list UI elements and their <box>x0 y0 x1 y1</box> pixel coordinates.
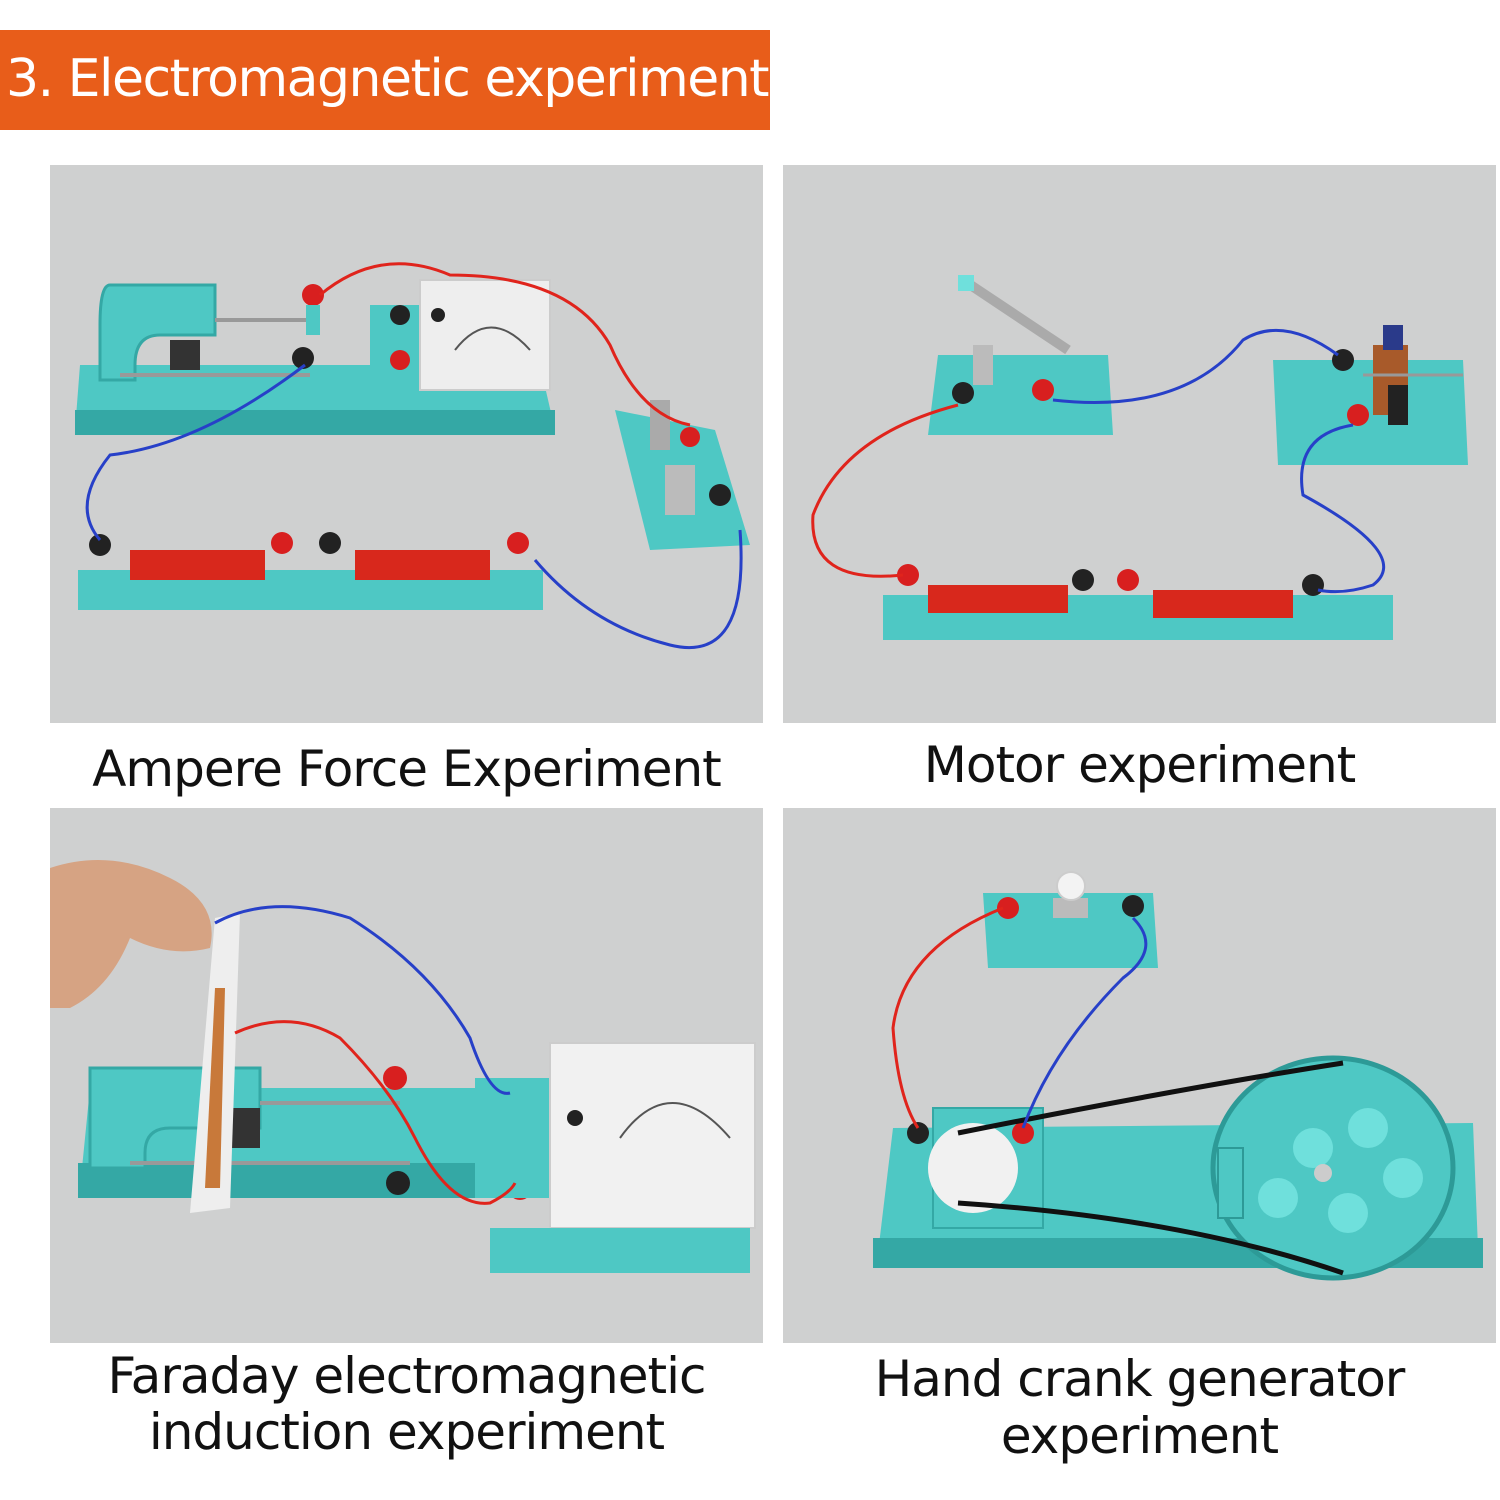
caption-faraday-line1: Faraday electromagnetic <box>107 1347 707 1405</box>
photo-motor <box>783 165 1496 723</box>
photo-ampere-force <box>50 165 763 723</box>
caption-generator-line2: experiment <box>1000 1407 1279 1465</box>
section-title: 3. Electromagnetic experiment <box>6 49 770 109</box>
ampere-force-apparatus-image <box>75 262 750 650</box>
caption-faraday-line2: induction experiment <box>148 1403 665 1461</box>
caption-motor: Motor experiment <box>923 736 1357 794</box>
photo-faraday-induction <box>50 808 763 1343</box>
caption-ampere-force: Ampere Force Experiment <box>92 740 722 798</box>
generator-apparatus-image <box>873 871 1483 1281</box>
motor-apparatus-image <box>811 275 1468 640</box>
photo-hand-crank-generator <box>783 808 1496 1343</box>
caption-generator-line1: Hand crank generator <box>874 1350 1406 1408</box>
faraday-apparatus-image <box>50 860 756 1273</box>
section-banner: 3. Electromagnetic experiment <box>0 30 770 130</box>
